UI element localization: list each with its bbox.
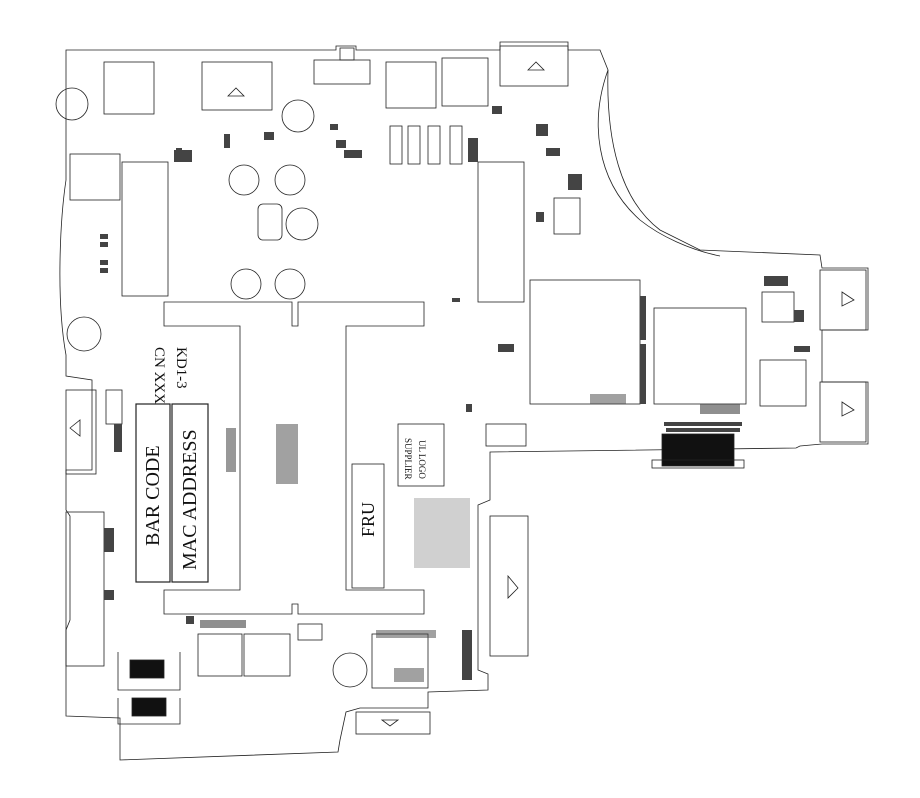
chip-right-small [553,197,581,235]
supplier-label: SUPPLIER [403,438,413,480]
mac-rect [171,403,209,583]
cap-tl [55,87,89,121]
chip-top-right2 [441,57,489,107]
connector-usb2 [819,381,867,443]
chip-cpu [529,279,641,405]
chip-bottom-l2 [243,633,291,677]
center-cutout [163,301,425,615]
connector-right-mid [489,515,529,657]
connector-left [65,511,105,667]
kd-label: KD1-3 [173,347,189,389]
chip-supplier-box [397,423,445,487]
chip-bottom-l1 [197,633,243,677]
chip-right-top [761,291,795,323]
mac-address-label: MAC ADDRESS [179,429,201,570]
fru-label: FRU [358,501,378,537]
board-outline [59,41,869,761]
chip-u2 [477,161,525,303]
chip-top-right1 [385,61,437,109]
chip-top-center [201,61,273,111]
chip-upper-left [103,61,155,115]
bar-code-label: BAR CODE [142,445,164,546]
connector-usb1 [819,269,867,331]
hdmi-port [661,433,735,467]
chip-left-mid [69,153,121,201]
chip-right-mid [759,359,807,407]
chip-fru-box [351,463,385,589]
cn-label: CN XXX [151,347,167,405]
barcode-rect [135,403,171,583]
fan-arc [597,69,721,257]
ul-logo-label: UL LOGO [417,440,427,479]
chip-pch [653,307,747,405]
chip-u7 [121,161,169,297]
power-block-1 [129,659,165,679]
power-block-2 [131,697,167,717]
